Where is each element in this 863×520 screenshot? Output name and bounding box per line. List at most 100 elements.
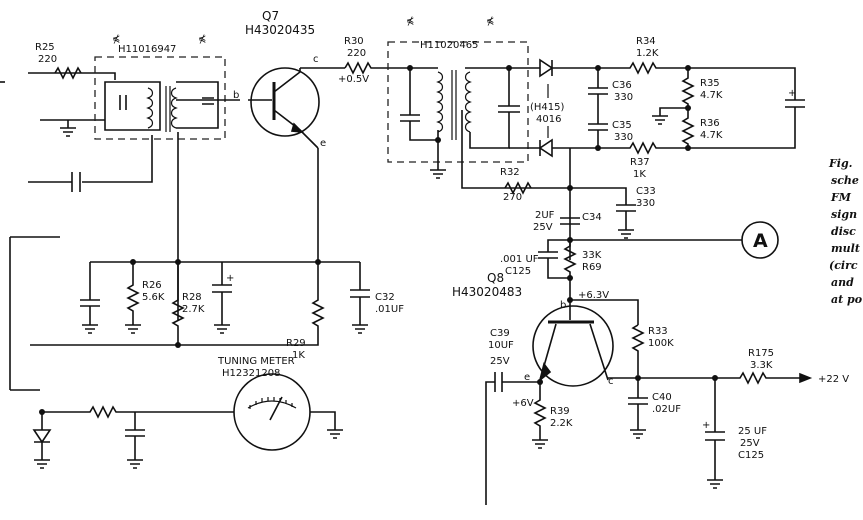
c125a-capacitor	[538, 239, 570, 279]
r69-ref: R69	[582, 262, 602, 273]
t2-ref: H11020465	[420, 40, 478, 51]
q7-part: H43020435	[245, 23, 315, 37]
node-r69	[567, 275, 573, 281]
c33-capacitor	[570, 187, 636, 239]
q8-collector-label: c	[608, 376, 614, 387]
caption-line-7: (circ	[829, 259, 858, 272]
r25-value: 220	[38, 54, 57, 65]
r33-ref: R33	[648, 326, 668, 337]
c36-capacitor	[588, 68, 608, 110]
r34-resistor	[598, 61, 688, 75]
r37-ref: R37	[630, 157, 650, 168]
r30-resistor	[344, 61, 410, 75]
caption-line-6: mult	[831, 242, 860, 255]
r30-voltage: +0.5V	[338, 74, 369, 85]
meter-feed-wire	[40, 405, 234, 419]
tuning-meter	[233, 373, 343, 451]
r34-value: 1.2K	[636, 48, 659, 59]
caption-line-2: sche	[831, 174, 859, 187]
r35-value: 4.7K	[700, 90, 723, 101]
r37-value: 1K	[633, 169, 646, 180]
t2-shield-can	[387, 41, 529, 163]
q8-ref: Q8	[487, 271, 504, 285]
meter-part: H12321208	[222, 368, 280, 379]
c39-value: 10UF	[488, 340, 514, 351]
diode-meter	[32, 412, 52, 469]
supply-voltage: +22 V	[818, 374, 849, 385]
r28-resistor	[30, 262, 185, 346]
center-ground	[652, 107, 688, 125]
c39-capacitor	[485, 372, 540, 505]
left-cap-branch	[80, 262, 100, 334]
r175-resistor	[715, 371, 800, 385]
c-electrolytic-right	[688, 67, 805, 149]
q8-part: H43020483	[452, 285, 522, 299]
q7-emitter-label: e	[320, 138, 326, 149]
r28-ref: R28	[182, 292, 202, 303]
r69-value: 33K	[582, 250, 602, 261]
c34-ref: C34	[582, 212, 602, 223]
caption-line-4: sign	[831, 208, 857, 221]
node-r26	[130, 259, 136, 265]
r26-resistor	[125, 262, 141, 334]
r175-ref: R175	[748, 348, 774, 359]
c125b-capacitor	[705, 378, 725, 489]
node-r28	[175, 259, 181, 265]
r26-value: 5.6K	[142, 292, 165, 303]
r36-ref: R36	[700, 118, 720, 129]
t1-shield-can	[94, 56, 226, 140]
caption-line-8: and	[831, 276, 854, 289]
c34-value: 2UF	[535, 210, 555, 221]
c125a-ref: C125	[505, 266, 531, 277]
q8-bias-wire	[570, 299, 639, 325]
plus-mark-c125: +	[702, 420, 710, 431]
r69-resistor	[563, 240, 577, 300]
q7-transistor	[248, 67, 320, 149]
r175-value: 3.3K	[750, 360, 773, 371]
discriminator-diode-top	[509, 58, 598, 78]
r25-resistor	[54, 66, 82, 80]
q8-transistor	[532, 300, 614, 387]
node-t2-bottom	[435, 137, 441, 143]
r32-value: 270	[503, 192, 522, 203]
r36-value: 4.7K	[700, 130, 723, 141]
c32-value: .01UF	[375, 304, 404, 315]
r39-value: 2.2K	[550, 418, 573, 429]
r35-resistor	[681, 68, 695, 108]
node-meter-left	[39, 409, 45, 415]
node-r28-bottom	[175, 342, 181, 348]
meter-title: TUNING METER	[217, 356, 295, 367]
r39-ref: R39	[550, 406, 570, 417]
q8-base-label: b	[560, 300, 566, 311]
caption-line-9: at po	[831, 293, 862, 306]
input-wires	[0, 72, 153, 391]
diode-ref: (H415)	[530, 102, 565, 113]
c40-ref: C40	[652, 392, 672, 403]
r25-ref: R25	[35, 42, 55, 53]
t1-tuning-mark-2: ⋠	[198, 34, 206, 45]
t1-tuning-mark-1: ⋠	[112, 34, 120, 45]
c39-voltage: 25V	[490, 356, 510, 367]
plus-mark-left: +	[226, 273, 234, 284]
c34-voltage: 25V	[533, 222, 553, 233]
q7-collector-label: c	[313, 54, 319, 65]
c32-ref: C32	[375, 292, 395, 303]
r30-ref: R30	[344, 36, 364, 47]
r28-value: 2.7K	[182, 304, 205, 315]
c125b-voltage: 25V	[740, 438, 760, 449]
c35-ref: C35	[612, 120, 632, 131]
c34-capacitor	[560, 217, 580, 225]
c40-capacitor	[628, 378, 648, 439]
c36-value: 330	[614, 92, 633, 103]
r39-voltage: +6V	[512, 398, 534, 409]
c36-ref: C36	[612, 80, 632, 91]
c-electrolytic-left	[212, 262, 232, 334]
r29-ref: R29	[286, 338, 306, 349]
r35-ref: R35	[700, 78, 720, 89]
c35-value: 330	[614, 132, 633, 143]
r28-bottom-bus	[178, 340, 319, 346]
r34-ref: R34	[636, 36, 656, 47]
q7-ref: Q7	[262, 9, 279, 23]
r32-ref: R32	[500, 167, 520, 178]
